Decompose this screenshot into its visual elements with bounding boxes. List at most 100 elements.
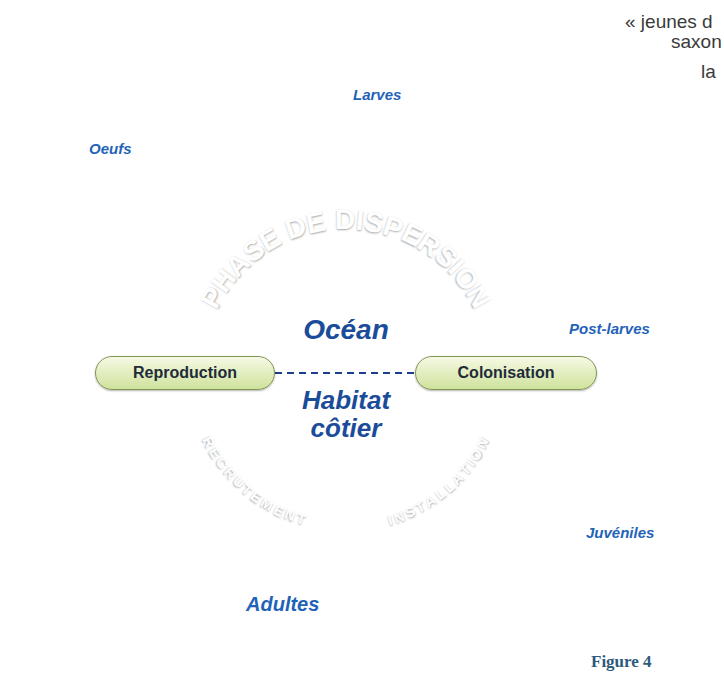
egg xyxy=(159,54,167,62)
egg xyxy=(161,105,167,111)
egg xyxy=(184,131,189,136)
egg xyxy=(182,123,189,130)
fish xyxy=(562,550,621,594)
egg xyxy=(61,323,68,330)
egg xyxy=(271,87,281,97)
egg xyxy=(35,283,43,291)
egg xyxy=(271,23,281,33)
fish xyxy=(514,42,530,56)
egg xyxy=(69,294,76,301)
egg xyxy=(255,64,264,73)
egg xyxy=(189,111,198,120)
egg xyxy=(92,219,101,228)
egg xyxy=(44,253,52,261)
egg xyxy=(23,283,28,288)
stage-label: Juvéniles xyxy=(583,524,657,543)
egg xyxy=(286,68,293,75)
egg xyxy=(209,102,220,113)
egg xyxy=(133,160,139,166)
fish xyxy=(421,39,438,50)
egg xyxy=(104,168,114,178)
fish xyxy=(511,56,533,75)
egg xyxy=(89,218,95,224)
egg xyxy=(184,37,196,49)
egg xyxy=(127,73,135,81)
fish xyxy=(488,105,505,120)
egg xyxy=(110,87,120,97)
egg xyxy=(282,46,288,52)
egg xyxy=(110,166,122,178)
egg xyxy=(9,251,15,257)
egg xyxy=(266,44,275,53)
egg xyxy=(209,76,219,86)
egg xyxy=(145,62,154,71)
egg xyxy=(175,94,185,104)
egg xyxy=(55,236,63,244)
egg xyxy=(110,167,115,172)
fish xyxy=(370,42,386,50)
fish xyxy=(435,15,458,30)
egg xyxy=(131,179,138,186)
fish xyxy=(488,58,511,77)
egg xyxy=(262,45,271,54)
dispersion-band xyxy=(163,189,529,372)
egg xyxy=(274,87,284,97)
fish xyxy=(382,6,399,15)
fish xyxy=(509,116,529,135)
egg xyxy=(27,196,34,203)
egg xyxy=(7,271,13,277)
egg xyxy=(147,146,155,154)
egg xyxy=(84,234,96,246)
fish xyxy=(653,304,670,335)
fish xyxy=(377,72,401,85)
egg xyxy=(202,68,213,79)
egg xyxy=(211,57,218,64)
fish xyxy=(462,68,482,83)
fish xyxy=(455,54,473,67)
egg xyxy=(144,167,150,173)
egg xyxy=(102,167,113,178)
egg xyxy=(224,39,233,48)
fish xyxy=(603,372,619,407)
fish xyxy=(412,59,435,74)
egg xyxy=(82,255,92,265)
egg xyxy=(217,58,226,67)
egg xyxy=(265,12,277,24)
egg xyxy=(224,89,235,100)
egg xyxy=(133,159,141,167)
fish xyxy=(294,8,319,20)
egg xyxy=(290,64,296,70)
egg xyxy=(133,130,141,138)
fish xyxy=(415,21,438,36)
egg xyxy=(212,71,222,81)
egg xyxy=(242,48,250,56)
egg xyxy=(241,41,248,48)
egg xyxy=(218,50,226,58)
egg xyxy=(75,148,82,155)
egg xyxy=(28,311,38,321)
egg xyxy=(141,169,148,176)
egg xyxy=(278,40,284,46)
egg xyxy=(134,143,142,151)
egg xyxy=(28,258,34,264)
egg xyxy=(123,189,131,197)
egg xyxy=(55,232,65,242)
egg xyxy=(54,222,64,232)
egg xyxy=(52,242,61,251)
fish xyxy=(401,54,425,69)
egg xyxy=(67,272,79,284)
egg xyxy=(242,9,253,20)
egg xyxy=(146,143,157,154)
egg xyxy=(32,234,39,241)
post-larva-school xyxy=(586,218,699,530)
egg xyxy=(193,70,202,79)
egg xyxy=(158,148,164,154)
egg xyxy=(110,211,116,217)
egg xyxy=(165,140,176,151)
egg xyxy=(103,121,115,133)
egg xyxy=(4,281,14,291)
egg xyxy=(37,317,42,322)
egg xyxy=(258,45,265,52)
egg xyxy=(34,176,45,187)
fish xyxy=(289,67,313,80)
